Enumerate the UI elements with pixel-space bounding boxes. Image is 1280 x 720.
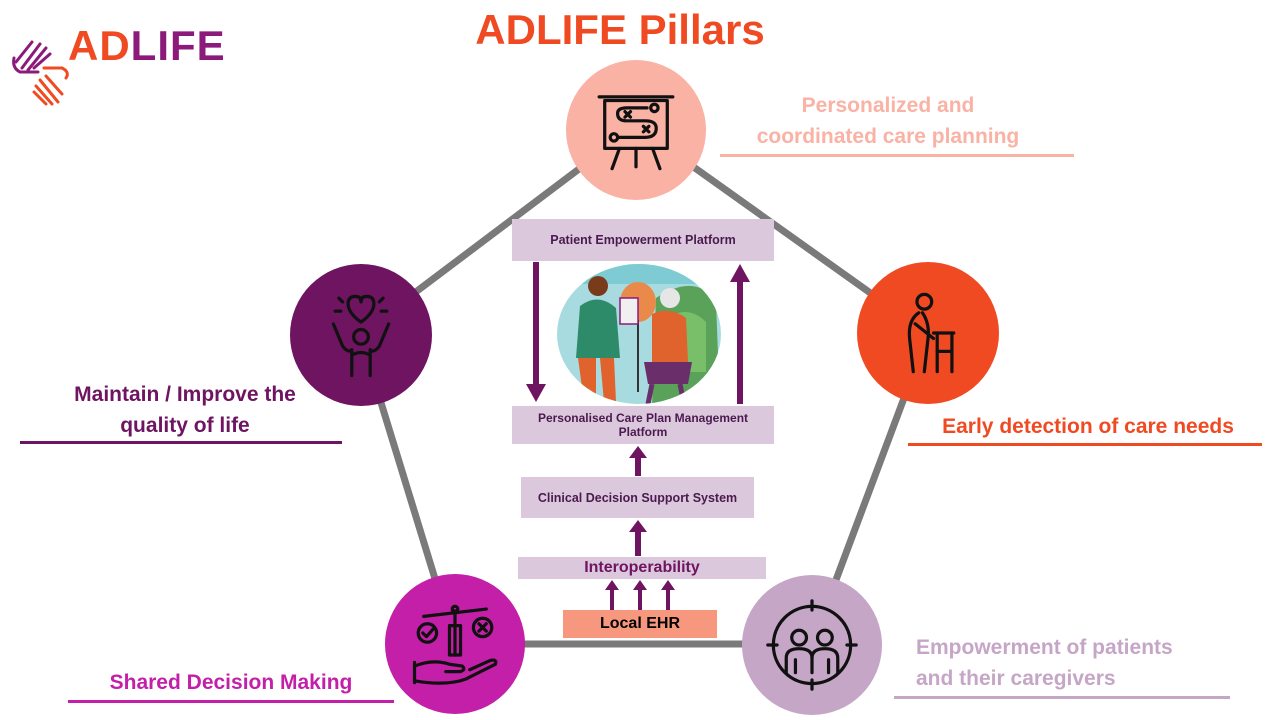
care-plan-management-platform-box: Personalised Care Plan Management Platfo… — [512, 406, 774, 444]
pillar-label-care-planning: Personalized and coordinated care planni… — [720, 90, 1056, 152]
pillar-label-care-planning-line2: coordinated care planning — [756, 125, 1020, 148]
pillar-circle-quality-of-life — [290, 264, 432, 406]
logo-text-ad: AD — [68, 22, 131, 69]
pillar-label-shared-decision: Shared Decision Making — [109, 671, 353, 694]
logo-text: ADLIFE — [68, 22, 226, 70]
pillar-label-quality-of-life-line2: quality of life — [120, 414, 250, 437]
arrow-down-head — [526, 384, 546, 402]
pillar-circle-early-detection — [857, 262, 999, 404]
pillar-label-quality-of-life-line1: Maintain / Improve the — [74, 383, 296, 406]
pillar-label-empowerment: Empowerment of patients and their caregi… — [916, 632, 1246, 694]
pillar-circle-care-planning — [566, 60, 706, 200]
pillar-label-empowerment-line1: Empowerment of patients — [916, 636, 1173, 659]
interoperability-box: Interoperability — [518, 557, 766, 579]
local-ehr-box: Local EHR — [563, 610, 717, 638]
care-plan-board-icon — [597, 95, 675, 171]
pillar-label-quality-of-life: Maintain / Improve the quality of life — [30, 379, 340, 441]
arrow-interop-to-cdss — [629, 520, 647, 556]
pillar-label-early-detection: Early detection of care needs — [942, 415, 1234, 438]
patient-caregiver-icon — [766, 599, 858, 691]
pillar-circle-empowerment — [742, 575, 882, 715]
logo-text-life: LIFE — [130, 22, 226, 69]
elderly-walker-icon — [907, 292, 956, 374]
underline-early-detection — [908, 443, 1262, 446]
hands-logo-icon — [12, 40, 69, 106]
care-illustration — [557, 264, 721, 404]
heart-person-icon — [331, 294, 391, 378]
arrow-cdss-to-care-plan — [629, 446, 647, 476]
platform-arrows — [526, 262, 750, 404]
page-title: ADLIFE Pillars — [475, 6, 765, 53]
underline-empowerment — [894, 696, 1230, 699]
arrow-up-head — [730, 264, 750, 282]
arrows-ehr-to-interop — [605, 580, 675, 610]
pillar-label-empowerment-line2: and their caregivers — [916, 667, 1116, 690]
pillar-circle-shared-decision — [385, 574, 525, 714]
underline-quality-of-life — [20, 441, 342, 444]
balance-scale-hand-icon — [412, 604, 498, 685]
logo: ADLIFE — [10, 22, 250, 108]
pillar-label-care-planning-line1: Personalized and — [801, 94, 975, 117]
underline-care-planning — [720, 154, 1074, 157]
clinical-decision-support-box: Clinical Decision Support System — [521, 477, 754, 518]
patient-empowerment-platform-box: Patient Empowerment Platform — [512, 219, 774, 261]
underline-shared-decision — [68, 700, 394, 703]
